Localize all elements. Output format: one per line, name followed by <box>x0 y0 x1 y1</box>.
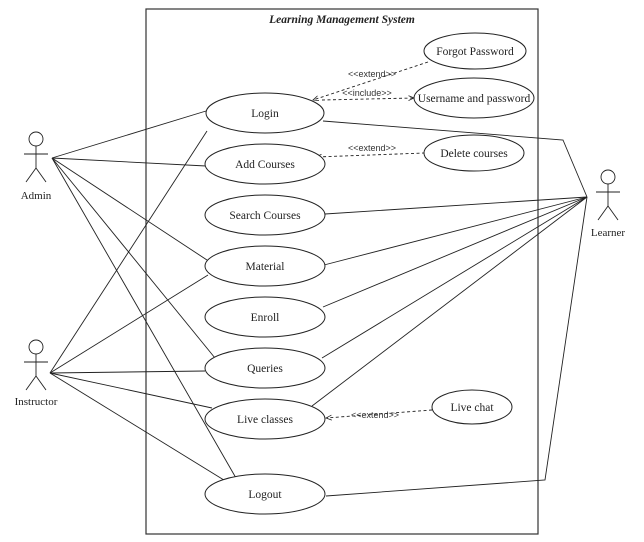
use-case-label-search-courses: Search Courses <box>229 210 301 222</box>
stick-figure-icon <box>24 131 48 183</box>
use-case-search-courses[interactable]: Search Courses <box>204 194 326 236</box>
use-case-username-password[interactable]: Username and password <box>413 77 535 119</box>
system-title: Learning Management System <box>268 14 415 26</box>
use-case-material[interactable]: Material <box>204 245 326 287</box>
use-case-label-logout: Logout <box>248 489 282 501</box>
relations: <<extend>> <<include>> <<extend>> <<exte… <box>313 61 433 420</box>
use-case-live-classes[interactable]: Live classes <box>204 398 326 440</box>
use-case-enroll[interactable]: Enroll <box>204 296 326 338</box>
use-case-forgot-password[interactable]: Forgot Password <box>423 32 527 70</box>
use-case-label-login: Login <box>251 108 279 120</box>
actor-admin[interactable]: Admin <box>21 131 52 202</box>
use-case-label-enroll: Enroll <box>251 312 280 324</box>
use-case-add-courses[interactable]: Add Courses <box>204 143 326 185</box>
relation-label-extend-forgot: <<extend>> <box>348 69 396 79</box>
actor-label-learner: Learner <box>591 227 626 239</box>
use-case-logout[interactable]: Logout <box>204 473 326 515</box>
use-case-queries[interactable]: Queries <box>204 347 326 389</box>
relation-label-extend-live-chat: <<extend>> <box>351 410 399 420</box>
associations <box>49 110 588 497</box>
actor-learner[interactable]: Learner <box>591 169 626 239</box>
use-case-label-username-password: Username and password <box>418 93 531 105</box>
stick-figure-icon <box>24 339 48 391</box>
use-case-login[interactable]: Login <box>205 92 325 134</box>
use-case-delete-courses[interactable]: Delete courses <box>423 134 525 172</box>
use-case-label-material: Material <box>246 261 285 273</box>
actor-instructor[interactable]: Instructor <box>15 339 58 408</box>
use-case-label-queries: Queries <box>247 363 283 375</box>
use-case-label-forgot-password: Forgot Password <box>436 46 514 58</box>
stick-figure-icon <box>596 169 620 221</box>
use-case-live-chat[interactable]: Live chat <box>431 389 513 425</box>
actor-label-admin: Admin <box>21 190 52 202</box>
use-case-label-delete-courses: Delete courses <box>440 148 508 160</box>
relation-label-include-username: <<include>> <box>342 88 392 98</box>
use-case-label-add-courses: Add Courses <box>235 159 295 171</box>
actor-label-instructor: Instructor <box>15 396 58 408</box>
use-case-label-live-chat: Live chat <box>450 402 494 414</box>
relation-label-extend-delete: <<extend>> <box>348 143 396 153</box>
use-case-label-live-classes: Live classes <box>237 414 293 426</box>
